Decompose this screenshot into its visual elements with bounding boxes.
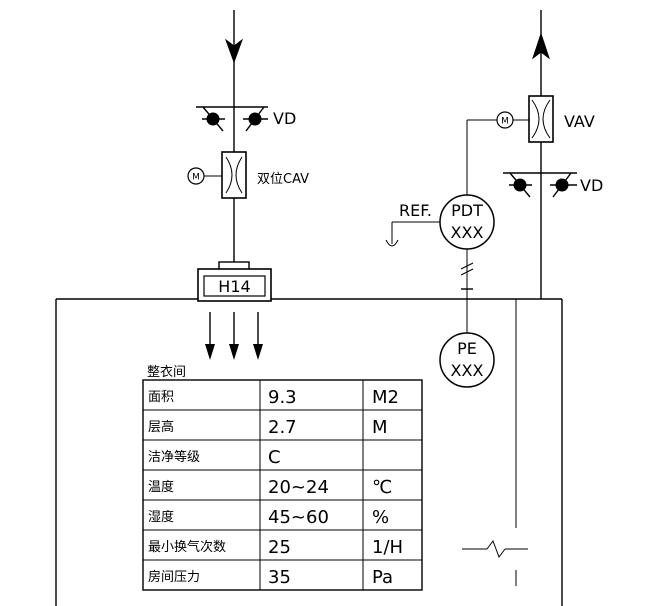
vav-motor-label: M [501,117,509,127]
table-cell-unit: M [372,417,388,438]
cav-motor-label: M [192,173,200,183]
table-cell-name: 层高 [148,419,174,435]
vd-label-right: VD [580,176,603,195]
pressure-signal-line [460,249,474,333]
volume-damper-left [196,106,268,132]
table-cell-value: 20~24 [268,477,329,498]
table-cell-name: 温度 [148,479,174,495]
cav-label: 双位CAV [257,172,309,187]
return-riser [462,299,528,586]
pe-sensor [439,332,495,388]
table-cell-value: 45~60 [268,507,329,528]
supply-diffuser-arrows-icon [205,312,263,360]
vd-label-left: VD [273,109,296,128]
hepa-label: H14 [218,277,250,296]
vav-box [528,95,554,143]
table-cell-name: 湿度 [148,509,174,525]
pe-label-line1: PE [457,339,477,358]
table-cell-unit: 1/H [372,537,403,558]
table-cell-unit: % [372,507,389,528]
pdt-label-line2: XXX [451,223,484,242]
vav-label: VAV [564,112,595,131]
cav-box [221,151,247,199]
exhaust-flow-arrow-icon [532,32,550,60]
table-cell-name: 最小换气次数 [148,539,226,555]
vav-motor-icon [466,111,529,195]
ref-label: REF. [399,201,432,220]
table-cell-value: C [268,447,281,468]
supply-flow-arrow-icon [224,38,244,64]
table-cell-unit: M2 [372,387,399,408]
room-title: 整衣间 [147,364,186,380]
table-cell-unit: Pa [372,567,393,588]
table-cell-value: 35 [268,567,291,588]
table-cell-value: 2.7 [268,417,297,438]
table-cell-name: 房间压力 [148,569,200,585]
table-cell-name: 面积 [148,390,174,405]
pe-label-line2: XXX [451,361,484,380]
volume-damper-right [503,172,577,198]
room-data-table: 面积 9.3 M2 层高 2.7 M 洁净等级 C 温度 20~24 ℃ 湿度 … [142,379,423,591]
pdt-label-line1: PDT [451,201,483,220]
table-cell-value: 9.3 [268,387,297,408]
ref-line [385,221,440,247]
cav-motor-icon [187,167,222,185]
table-cell-unit: ℃ [372,477,392,498]
table-cell-name: 洁净等级 [148,449,200,465]
room-outline [55,298,563,606]
table-cell-value: 25 [268,537,291,558]
hepa-filter-box [197,261,272,302]
